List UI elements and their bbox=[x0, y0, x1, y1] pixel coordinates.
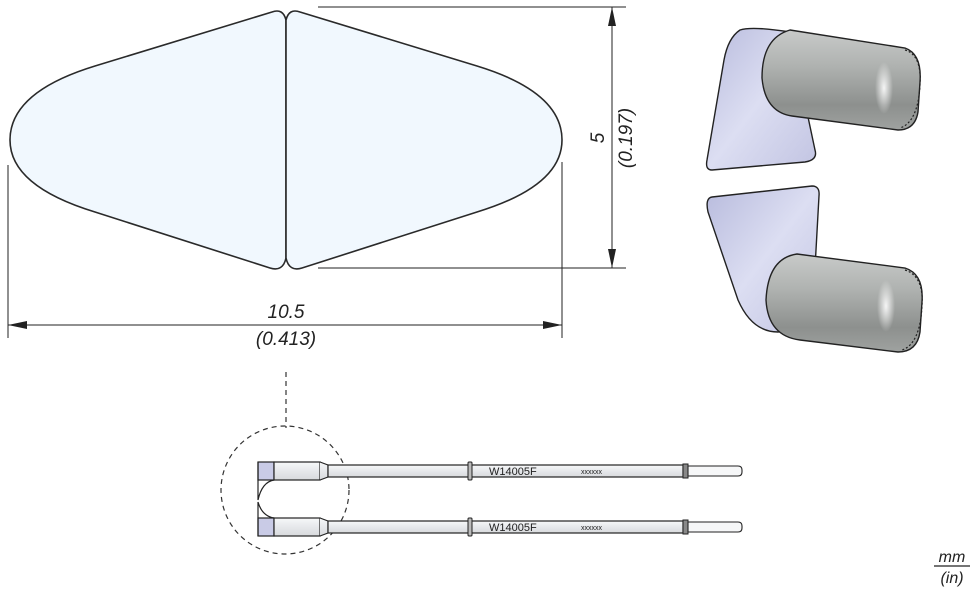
tip-code-upper: xxxxxx bbox=[581, 469, 603, 476]
tip-side-lower bbox=[257, 501, 743, 537]
height-inch-label: (0.197) bbox=[616, 108, 637, 168]
tip-3d-lower bbox=[706, 185, 923, 353]
units-secondary: (in) bbox=[940, 570, 963, 587]
tip-part-number-lower: W14005F bbox=[489, 522, 537, 534]
width-inch-label: (0.413) bbox=[256, 329, 316, 350]
detail-circle bbox=[220, 372, 350, 555]
units-primary: mm bbox=[939, 549, 966, 566]
tip-3d-upper bbox=[705, 27, 921, 171]
units-legend: mm (in) bbox=[934, 549, 970, 587]
width-mm-label: 10.5 bbox=[268, 302, 305, 323]
width-dimension bbox=[8, 321, 562, 329]
height-mm-label: 5 bbox=[588, 132, 609, 143]
tip-part-number-upper: W14005F bbox=[489, 466, 537, 478]
height-dimension bbox=[7, 6, 626, 338]
blade-profile bbox=[9, 10, 563, 270]
tip-side-upper bbox=[257, 461, 743, 501]
tip-code-lower: xxxxxx bbox=[581, 525, 603, 532]
